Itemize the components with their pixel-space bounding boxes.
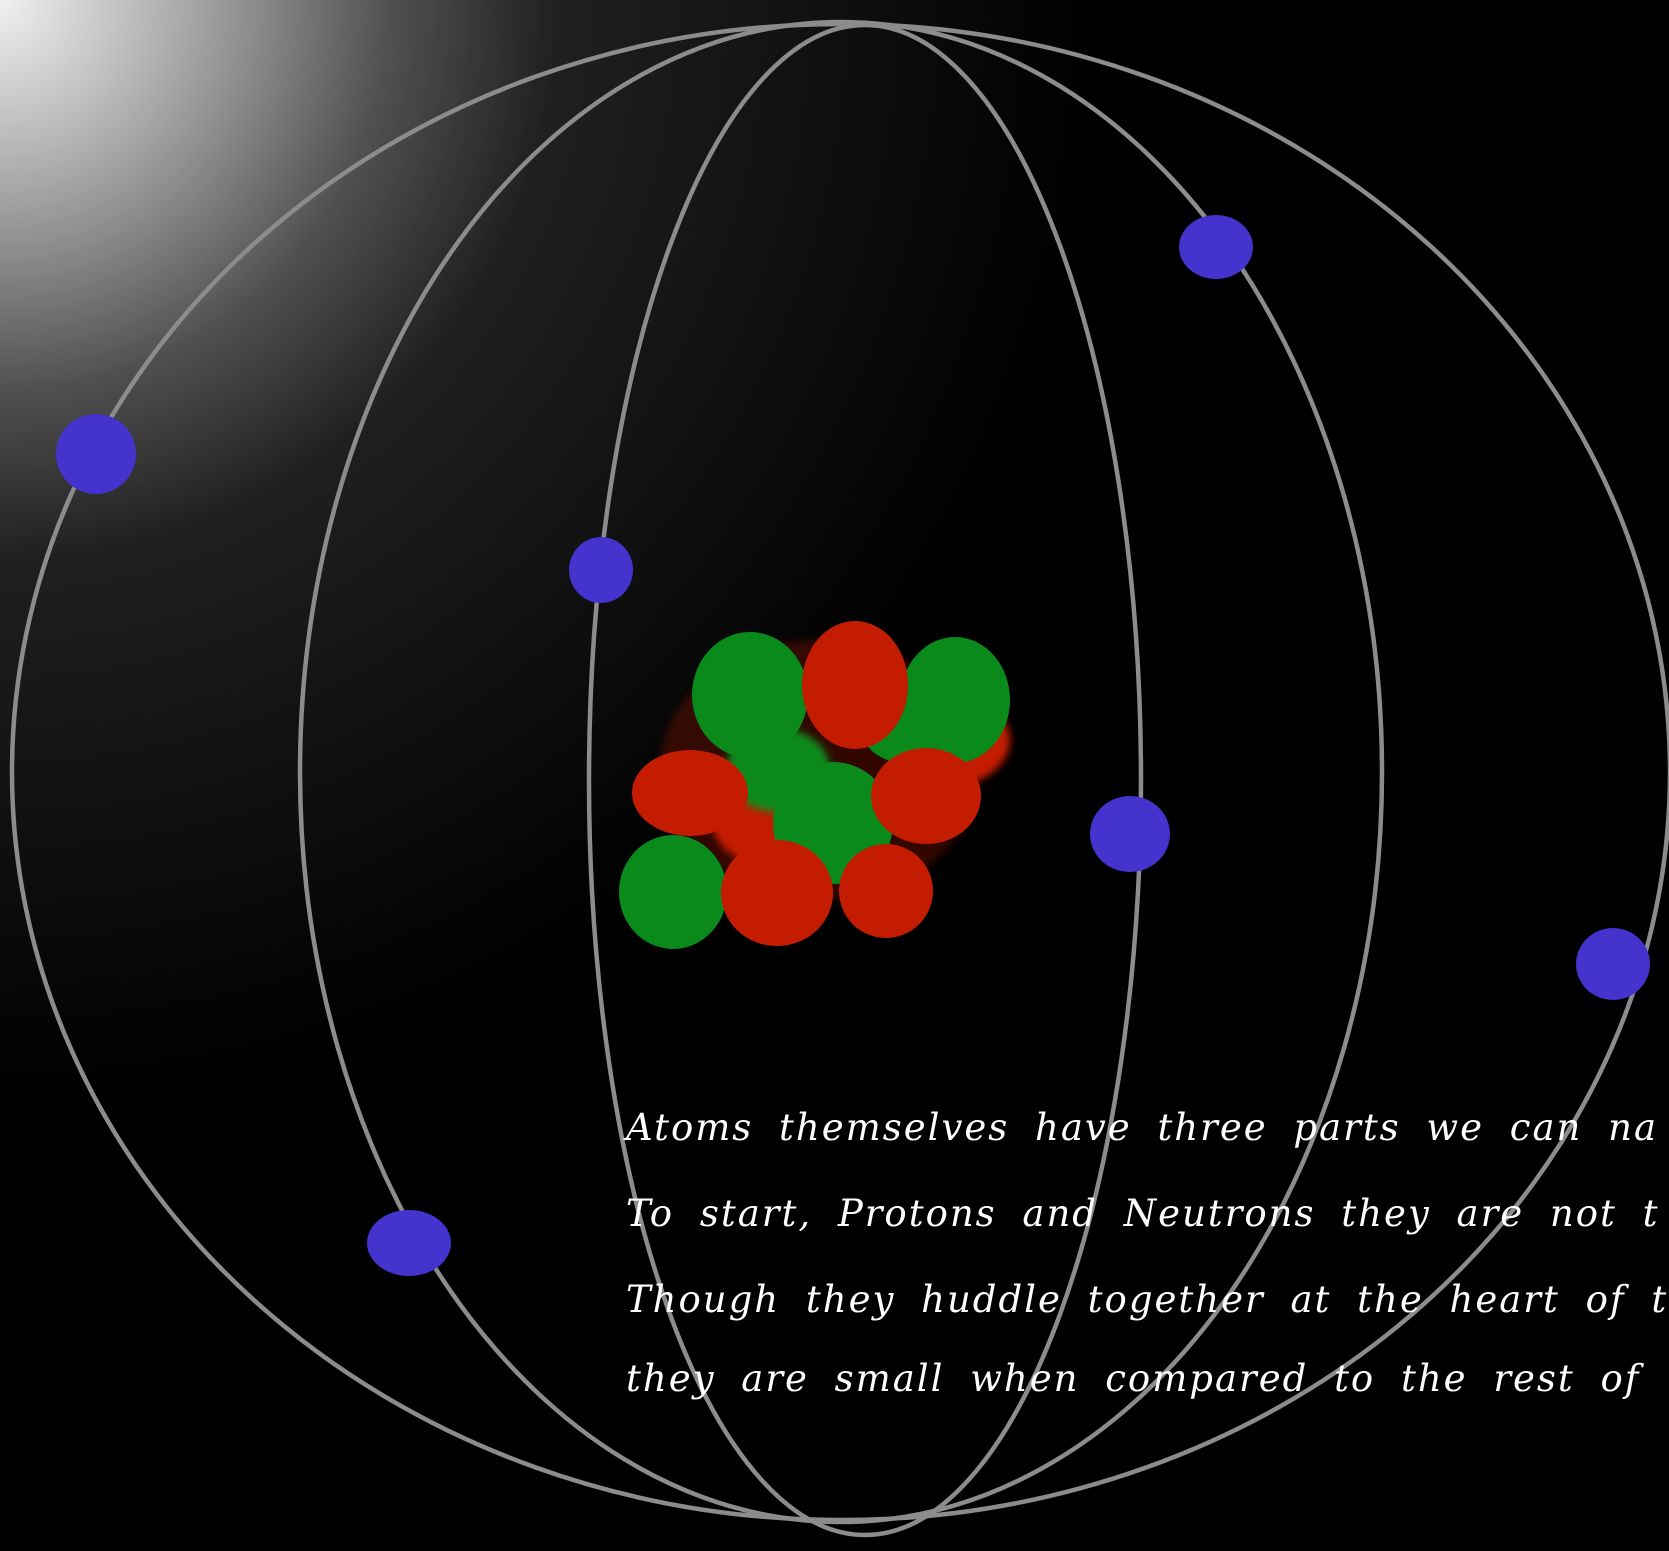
proton [802,621,908,749]
poem: Atoms themselves have three parts we can… [623,1106,1668,1400]
nucleus [619,621,1010,949]
orbit-inner [586,22,1144,1538]
neutron [619,835,727,949]
electron [367,1210,451,1276]
neutron [900,637,1010,763]
electron [1576,928,1650,1000]
proton [839,844,933,938]
proton [871,748,981,844]
electron [569,537,633,603]
poem-line-2: To start, Protons and Neutrons they are … [626,1192,1660,1235]
electron [1179,215,1253,279]
orbit-group [9,19,1669,1538]
proton [721,840,833,946]
poem-line-3: Though they huddle together at the heart… [626,1278,1668,1321]
proton [632,750,748,836]
electron [56,414,136,494]
poem-line-4: they are small when compared to the rest… [626,1357,1645,1400]
electron [1090,796,1170,872]
neutron [692,632,808,758]
poem-line-1: Atoms themselves have three parts we can… [623,1106,1658,1149]
orbit-middle [297,19,1385,1525]
electron-group [56,215,1650,1276]
